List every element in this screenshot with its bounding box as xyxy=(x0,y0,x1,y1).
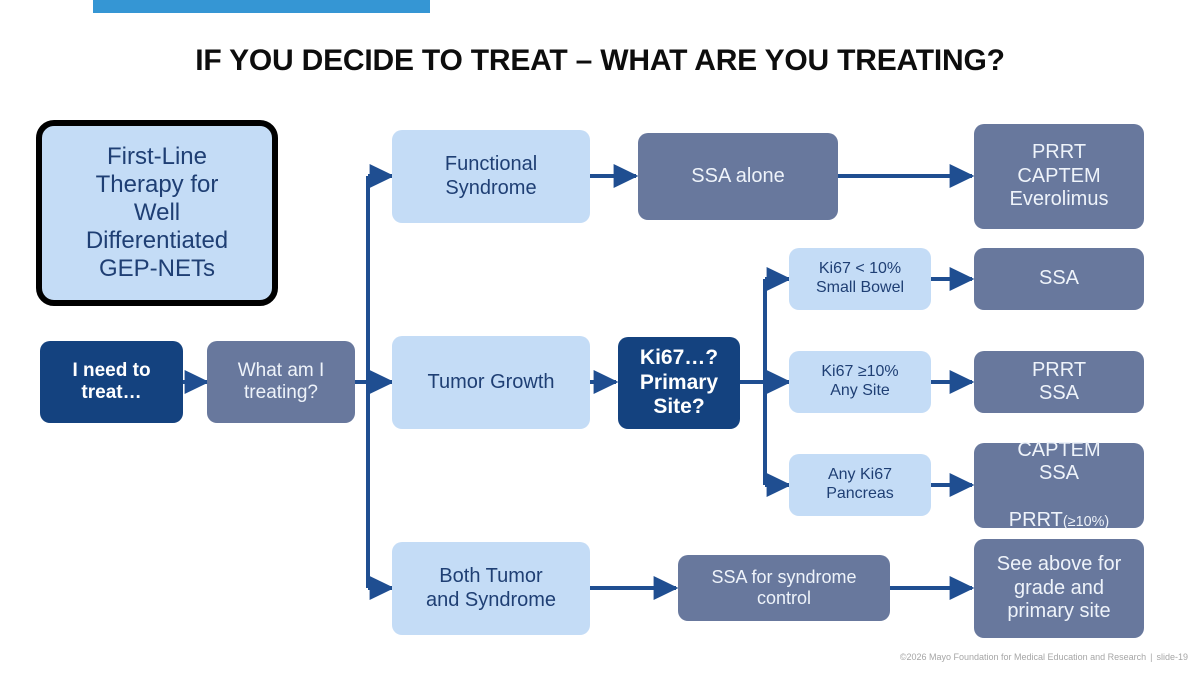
node-criteria-high-grade[interactable]: Ki67 ≥10% Any Site xyxy=(789,351,931,413)
node-outcome-both-label: See above for grade and primary site xyxy=(996,553,1122,623)
node-tumor-growth[interactable]: Tumor Growth xyxy=(392,336,590,429)
node-functional-syndrome[interactable]: Functional Syndrome xyxy=(392,130,590,223)
node-question[interactable]: What am I treating? xyxy=(207,341,355,423)
node-outcome-high-grade[interactable]: PRRT SSA xyxy=(974,351,1144,413)
node-outcome-functional[interactable]: PRRT CAPTEM Everolimus xyxy=(974,124,1144,229)
node-ki67-decision-label: Ki67…? Primary Site? xyxy=(639,346,719,419)
node-start[interactable]: I need to treat… xyxy=(40,341,183,423)
node-criteria-pancreas[interactable]: Any Ki67 Pancreas xyxy=(789,454,931,516)
node-criteria-low-grade[interactable]: Ki67 < 10% Small Bowel xyxy=(789,248,931,310)
accent-bar xyxy=(93,0,430,13)
node-outcome-pancreas-line3: PRRT(≥10%) xyxy=(1009,486,1109,533)
node-criteria-high-grade-label: Ki67 ≥10% Any Site xyxy=(821,363,899,399)
node-outcome-pancreas-line2: SSA xyxy=(1038,462,1080,485)
footer: ©2026 Mayo Foundation for Medical Educat… xyxy=(900,652,1188,662)
footer-copyright: ©2026 Mayo Foundation for Medical Educat… xyxy=(899,652,1147,662)
node-question-label: What am I treating? xyxy=(237,359,325,403)
node-functional-syndrome-label: Functional Syndrome xyxy=(444,153,538,199)
node-outcome-pancreas-line3-note: (≥10%) xyxy=(1062,513,1110,530)
node-ki67-decision[interactable]: Ki67…? Primary Site? xyxy=(618,337,740,429)
node-first-line-therapy[interactable]: First-Line Therapy for Well Differentiat… xyxy=(36,120,278,306)
node-criteria-pancreas-label: Any Ki67 Pancreas xyxy=(826,466,894,502)
footer-slide-number: slide-19 xyxy=(1156,652,1188,662)
node-start-label: I need to treat… xyxy=(72,359,151,403)
node-outcome-low-grade[interactable]: SSA xyxy=(974,248,1144,310)
node-outcome-pancreas[interactable]: CAPTEM SSA PRRT(≥10%) xyxy=(974,439,1144,531)
node-outcome-both[interactable]: See above for grade and primary site xyxy=(974,539,1144,638)
node-outcome-pancreas-line3-main: PRRT xyxy=(1008,508,1063,531)
page-title: IF YOU DECIDE TO TREAT – WHAT ARE YOU TR… xyxy=(195,44,1005,77)
node-ssa-syndrome-control-label: SSA for syndrome control xyxy=(711,566,857,608)
node-first-line-therapy-label: First-Line Therapy for Well Differentiat… xyxy=(85,142,229,283)
node-outcome-low-grade-label: SSA xyxy=(1038,267,1080,290)
node-both-tumor-syndrome-label: Both Tumor and Syndrome xyxy=(425,565,557,611)
node-criteria-low-grade-label: Ki67 < 10% Small Bowel xyxy=(815,260,905,296)
node-ssa-alone[interactable]: SSA alone xyxy=(638,133,838,220)
node-tumor-growth-label: Tumor Growth xyxy=(427,370,555,393)
node-ssa-alone-label: SSA alone xyxy=(691,164,785,187)
node-outcome-high-grade-label: PRRT SSA xyxy=(1031,358,1087,404)
node-outcome-functional-label: PRRT CAPTEM Everolimus xyxy=(1009,141,1109,211)
footer-separator: | xyxy=(1150,652,1153,662)
node-outcome-pancreas-line1: CAPTEM xyxy=(1017,438,1101,461)
node-both-tumor-syndrome[interactable]: Both Tumor and Syndrome xyxy=(392,542,590,635)
node-ssa-syndrome-control[interactable]: SSA for syndrome control xyxy=(678,555,890,621)
